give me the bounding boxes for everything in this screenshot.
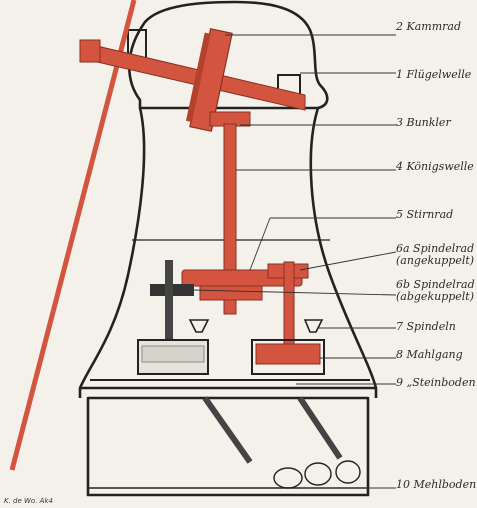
spindle-left [165, 260, 173, 340]
hopper-right [303, 319, 324, 333]
hopper-left [188, 319, 210, 333]
spindle-right [283, 261, 295, 353]
mill-structure [78, 0, 378, 497]
mill-cap-outline [128, 0, 329, 110]
label-spindelrad-a-line-0: 6a Spindelrad [396, 242, 474, 255]
leader-spindelrad-b [192, 289, 397, 296]
millstone-left-runner [141, 345, 205, 363]
label-fluegelwelle: 1 Flügelwelle [396, 68, 472, 81]
spur-wheel-hub [199, 285, 263, 301]
label-group: 2 Kammrad 1 Flügelwelle 3 Bunkler 4 Königsw… [395, 20, 476, 491]
label-steinboden: 9 „Steinboden [396, 376, 476, 389]
credit-text: K. de Wo. Ak4 [4, 497, 53, 505]
sail-stock [9, 0, 137, 471]
label-stirnrad: 5 Stirnrad [396, 208, 453, 221]
label-spindelrad-b-line-0: 6b Spindelrad [396, 278, 475, 291]
label-spindelrad-b: 6b Spindelrad(abgekuppelt) [396, 278, 475, 303]
label-fluegelwelle-line-0: 1 Flügelwelle [396, 68, 472, 81]
label-spindeln: 7 Spindeln [396, 320, 456, 333]
chute-left [202, 396, 253, 464]
label-steinboden-line-0: 9 „Steinboden [396, 376, 476, 389]
mill-tower-right-wall [309, 107, 378, 398]
label-spindelrad-a: 6a Spindelrad(angekuppelt) [396, 242, 474, 267]
brake-wheel [185, 28, 233, 132]
label-mahlgang-line-0: 8 Mahlgang [396, 348, 463, 361]
millstone-right [251, 339, 325, 375]
flour-sack-3 [335, 460, 361, 484]
upright-shaft [223, 123, 237, 315]
mill-tower-left-wall [78, 107, 146, 398]
flour-sack-2 [304, 462, 332, 486]
label-bunkler: 3 Bunkler [396, 116, 451, 129]
millstone-right-runner [255, 343, 321, 365]
label-mehlboden: 10 Mehlboden [396, 478, 476, 491]
wind-shaft-hub [79, 39, 101, 63]
label-koenigswelle: 4 Königswelle [395, 160, 474, 173]
label-mehlboden-line-0: 10 Mehlboden [396, 478, 476, 491]
label-kammrad-line-0: 2 Kammrad [395, 20, 461, 33]
leader-stirnrad-a [249, 217, 271, 271]
label-mahlgang: 8 Mahlgang [396, 348, 463, 361]
label-stirnrad-line-0: 5 Stirnrad [396, 208, 453, 221]
label-spindeln-line-0: 7 Spindeln [396, 320, 456, 333]
chute-right [297, 396, 343, 460]
label-spindelrad-b-line-1: (abgekuppelt) [396, 290, 474, 303]
leader-lines [192, 34, 397, 489]
label-bunkler-line-0: 3 Bunkler [396, 116, 451, 129]
label-koenigswelle-line-0: 4 Königswelle [395, 160, 474, 173]
lower-house [86, 396, 370, 497]
label-kammrad: 2 Kammrad [395, 20, 461, 33]
leader-spindelrad-a [299, 251, 397, 271]
label-spindelrad-a-line-1: (angekuppelt) [396, 254, 474, 267]
flour-sack-1 [273, 467, 303, 489]
